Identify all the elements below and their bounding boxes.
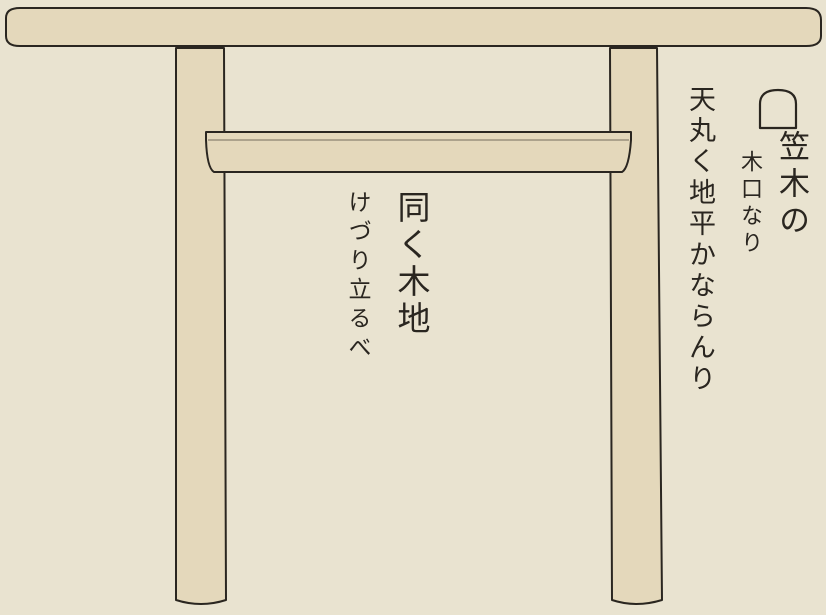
annotation-kezuri: けづり立るべ <box>344 190 370 364</box>
nuki-beam <box>205 131 632 173</box>
left-pillar <box>175 47 227 605</box>
annotation-kiguchi: 木口なり <box>737 150 762 258</box>
annotation-tenmaru: 天丸く地平かならんり <box>684 85 715 395</box>
right-pillar <box>609 47 663 605</box>
rounded-rectangle-icon <box>758 88 798 130</box>
annotation-onaji: 同く木地 <box>392 190 431 338</box>
annotation-kasagi: 笠木の <box>773 130 809 241</box>
kasagi-beam <box>5 7 822 47</box>
